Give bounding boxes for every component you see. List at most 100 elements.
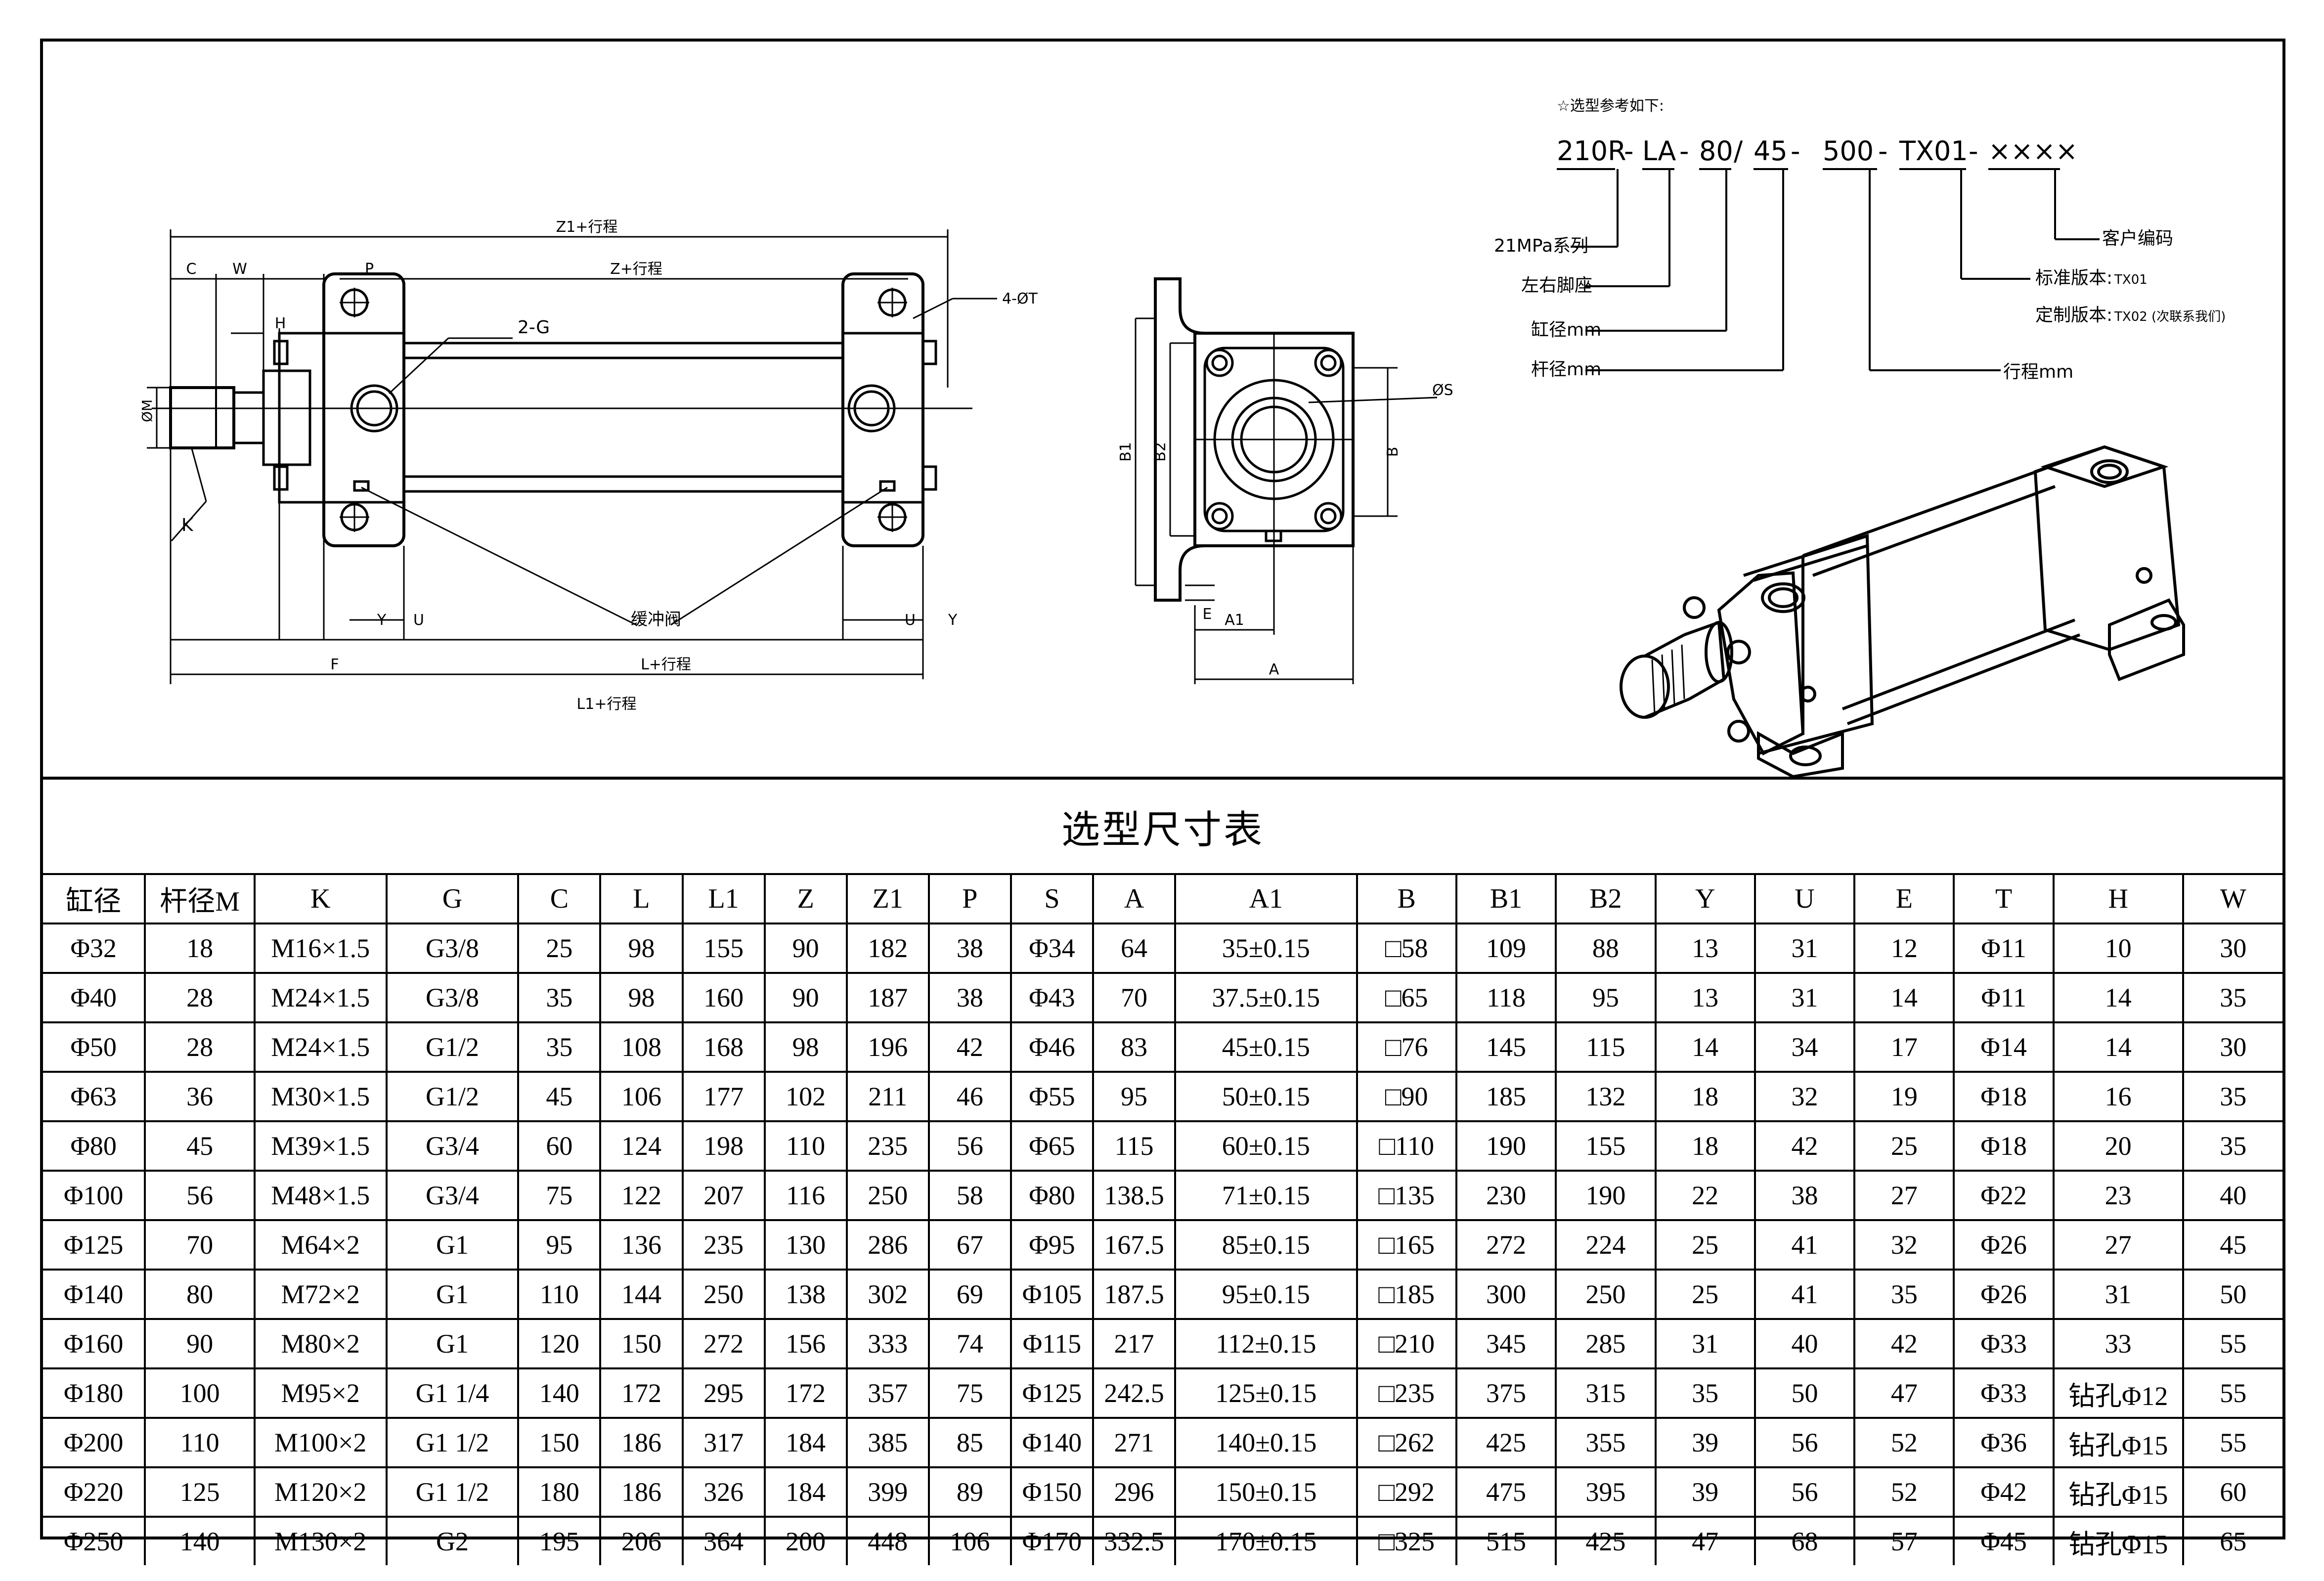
table-cell: 34: [1754, 1021, 1856, 1073]
table-cell: 109: [1455, 922, 1557, 974]
table-cell: 13: [1654, 922, 1756, 974]
table-cell: 355: [1555, 1417, 1657, 1468]
table-cell: 425: [1555, 1516, 1657, 1565]
table-cell: 156: [763, 1318, 848, 1369]
table-cell: 41: [1754, 1219, 1856, 1271]
table-cell: 217: [1092, 1318, 1177, 1369]
table-cell: 315: [1555, 1367, 1657, 1419]
table-cell: 190: [1555, 1170, 1657, 1221]
column-header: B1: [1455, 873, 1557, 924]
table-cell: 110: [517, 1269, 602, 1320]
table-cell: 120: [517, 1318, 602, 1369]
table-cell: 56: [144, 1170, 256, 1221]
table-cell: 357: [845, 1367, 930, 1419]
table-cell: 100: [144, 1367, 256, 1419]
table-cell: 150: [517, 1417, 602, 1468]
table-cell: 56: [927, 1120, 1012, 1172]
table-cell: 177: [681, 1071, 766, 1122]
table-cell: 333: [845, 1318, 930, 1369]
table-cell: 35±0.15: [1174, 922, 1358, 974]
table-cell: 182: [845, 922, 930, 974]
table-cell: 35: [2182, 972, 2282, 1023]
table-cell: 187: [845, 972, 930, 1023]
table-cell: M30×1.5: [253, 1071, 388, 1122]
table-cell: 150±0.15: [1174, 1466, 1358, 1518]
dim-c: C: [186, 261, 197, 278]
code-seg-stroke: 500: [1823, 135, 1874, 167]
table-cell: Φ26: [1953, 1219, 2055, 1271]
table-cell: 42: [927, 1021, 1012, 1073]
table-cell: □135: [1356, 1170, 1457, 1221]
dim-h: H: [275, 315, 286, 332]
table-cell: 184: [763, 1466, 848, 1518]
table-cell: 88: [1555, 922, 1657, 974]
table-cell: Φ11: [1953, 972, 2055, 1023]
table-cell: 168: [681, 1021, 766, 1073]
table-cell: Φ43: [1009, 972, 1095, 1023]
label-customer-code: 客户编码: [2102, 228, 2173, 249]
table-cell: 106: [927, 1516, 1012, 1565]
table-cell: □76: [1356, 1021, 1457, 1073]
table-cell: 31: [2052, 1269, 2184, 1320]
table-cell: 98: [599, 972, 684, 1023]
table-cell: Φ80: [1009, 1170, 1095, 1221]
table-cell: Φ45: [1953, 1516, 2055, 1565]
table-cell: 140: [144, 1516, 256, 1565]
table-cell: 47: [1853, 1367, 1955, 1419]
column-header: S: [1009, 873, 1095, 924]
column-header: A1: [1174, 873, 1358, 924]
table-cell: 115: [1555, 1021, 1657, 1073]
table-cell: 187.5: [1092, 1269, 1177, 1320]
table-cell: 22: [1654, 1170, 1756, 1221]
bore-cell: Φ50: [43, 1021, 146, 1073]
bore-cell: Φ80: [43, 1120, 146, 1172]
table-cell: 272: [1455, 1219, 1557, 1271]
table-cell: Φ33: [1953, 1318, 2055, 1369]
column-header: 缸径: [43, 873, 146, 924]
table-cell: 64: [1092, 922, 1177, 974]
table-cell: 172: [599, 1367, 684, 1419]
table-cell: 50: [2182, 1269, 2282, 1320]
table-cell: 185: [1455, 1071, 1557, 1122]
table-cell: 136: [599, 1219, 684, 1271]
table-cell: 250: [845, 1170, 930, 1221]
table-cell: 317: [681, 1417, 766, 1468]
table-cell: 112±0.15: [1174, 1318, 1358, 1369]
table-cell: M16×1.5: [253, 922, 388, 974]
bore-cell: Φ200: [43, 1417, 146, 1468]
table-cell: 45: [144, 1120, 256, 1172]
table-cell: 132: [1555, 1071, 1657, 1122]
table-cell: Φ14: [1953, 1021, 2055, 1073]
table-cell: 108: [599, 1021, 684, 1073]
table-cell: 50: [1754, 1367, 1856, 1419]
label-cushion-valve: 缓冲阀: [631, 610, 681, 629]
table-cell: 36: [144, 1071, 256, 1122]
table-cell: Φ18: [1953, 1120, 2055, 1172]
table-cell: 钻孔Φ15: [2052, 1466, 2184, 1518]
code-seg-rod: 45: [1754, 135, 1788, 167]
table-cell: 95: [517, 1219, 602, 1271]
table-cell: 钻孔Φ12: [2052, 1367, 2184, 1419]
table-cell: M95×2: [253, 1367, 388, 1419]
table-cell: 190: [1455, 1120, 1557, 1172]
table-cell: 47: [1654, 1516, 1756, 1565]
table-cell: M100×2: [253, 1417, 388, 1468]
column-header: 杆径M: [144, 873, 256, 924]
code-seg-version: TX01: [1899, 135, 1968, 167]
dim-y-left: Y: [377, 612, 387, 629]
table-cell: 95±0.15: [1174, 1269, 1358, 1320]
table-cell: Φ150: [1009, 1466, 1095, 1518]
table-cell: □292: [1356, 1466, 1457, 1518]
table-cell: 224: [1555, 1219, 1657, 1271]
table-cell: 90: [763, 922, 848, 974]
table-cell: 385: [845, 1417, 930, 1468]
table-cell: M120×2: [253, 1466, 388, 1518]
dim-b: B: [1384, 447, 1402, 457]
table-cell: 90: [763, 972, 848, 1023]
code-seg-mount: LA: [1642, 135, 1676, 167]
table-cell: 39: [1654, 1466, 1756, 1518]
